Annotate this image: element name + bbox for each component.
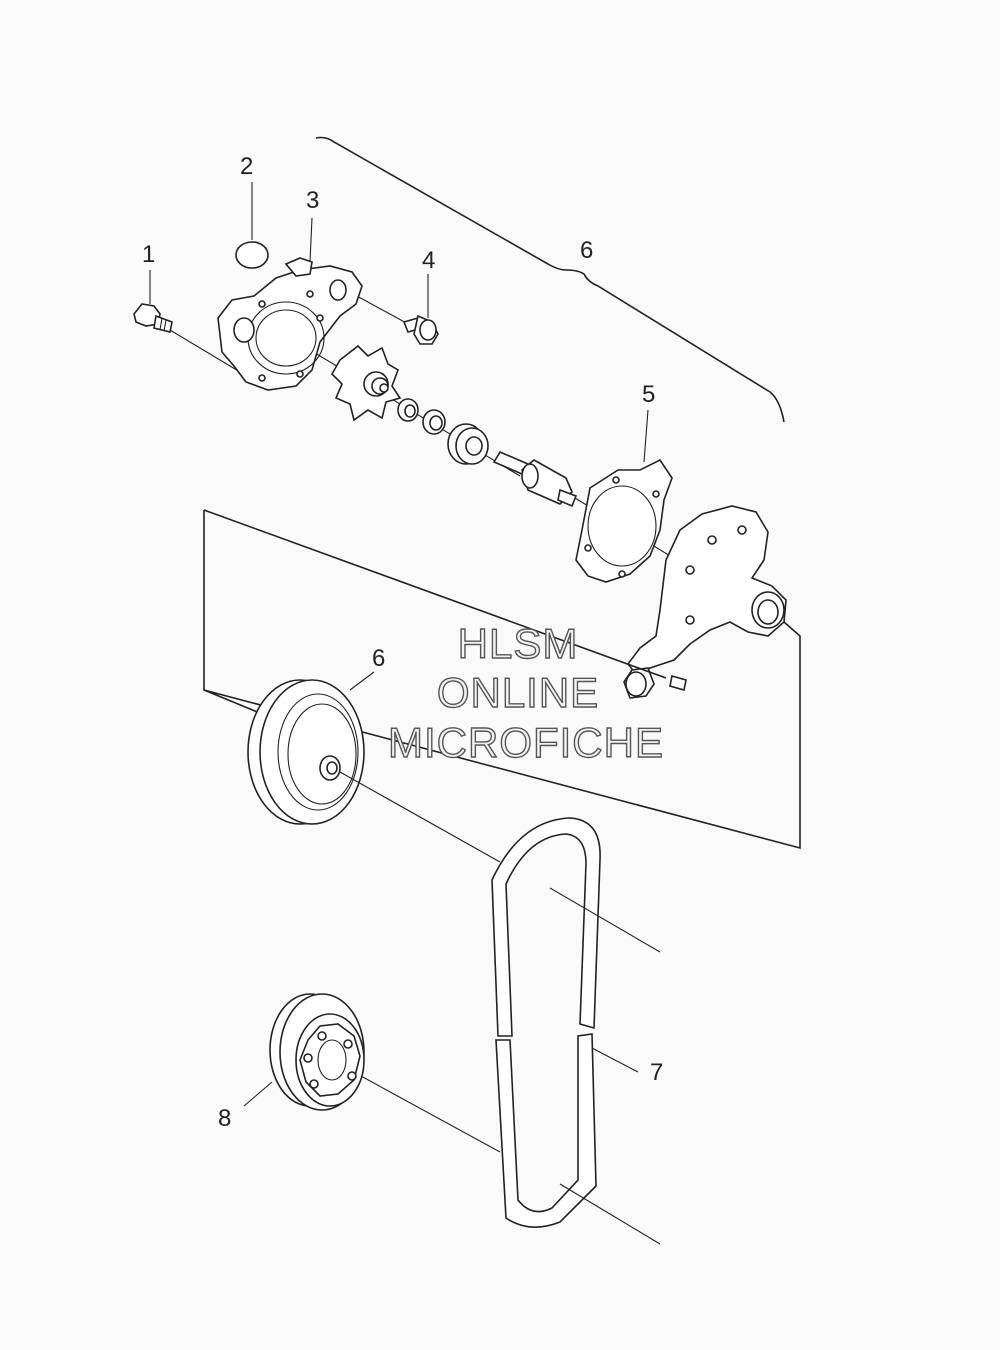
- leader-6-pulley: [349, 671, 375, 691]
- assembly-bracket: [315, 136, 785, 423]
- water-pump-body: [623, 505, 787, 699]
- bearing-seal: [447, 423, 489, 465]
- crank-pulley-part-8: [269, 993, 365, 1111]
- impeller: [331, 344, 402, 422]
- leader-7: [591, 1047, 639, 1073]
- leader-3: [309, 217, 313, 263]
- bolt4-axis-line: [354, 294, 411, 326]
- v-belt-part-7: [491, 817, 601, 1228]
- crank-axis-line: [349, 1069, 501, 1153]
- callout-8: 8: [218, 1105, 231, 1132]
- leader-5: [643, 409, 649, 463]
- callout-6-bracket: 6: [580, 237, 593, 264]
- callout-1: 1: [142, 241, 155, 268]
- watermark-line-3: MICROFICHE: [388, 719, 664, 766]
- belt-axis-line-upper: [549, 887, 661, 953]
- pump-shaft-bearing: [492, 450, 578, 508]
- callout-3: 3: [306, 187, 319, 214]
- pump-cover-part-3: [217, 257, 363, 391]
- belt-axis-line-lower: [559, 1183, 661, 1245]
- watermark-line-2: ONLINE: [437, 669, 599, 716]
- seal-ring-2: [422, 409, 446, 435]
- leader-8: [243, 1081, 273, 1107]
- callout-5: 5: [642, 381, 655, 408]
- bolt-part-4: [402, 314, 439, 345]
- gasket-part-5: [575, 458, 673, 583]
- watermark-line-1: HLSM: [458, 620, 579, 667]
- bolt-part-1: [133, 303, 173, 333]
- callout-4: 4: [422, 247, 435, 274]
- pulley-axis-line: [339, 771, 501, 863]
- water-pump-pulley: [247, 679, 365, 825]
- callout-7: 7: [650, 1059, 663, 1086]
- seal-disc-part-2: [235, 241, 269, 269]
- seal-ring-1: [397, 398, 419, 422]
- callout-2: 2: [240, 153, 253, 180]
- callout-6-pulley: 6: [372, 645, 385, 672]
